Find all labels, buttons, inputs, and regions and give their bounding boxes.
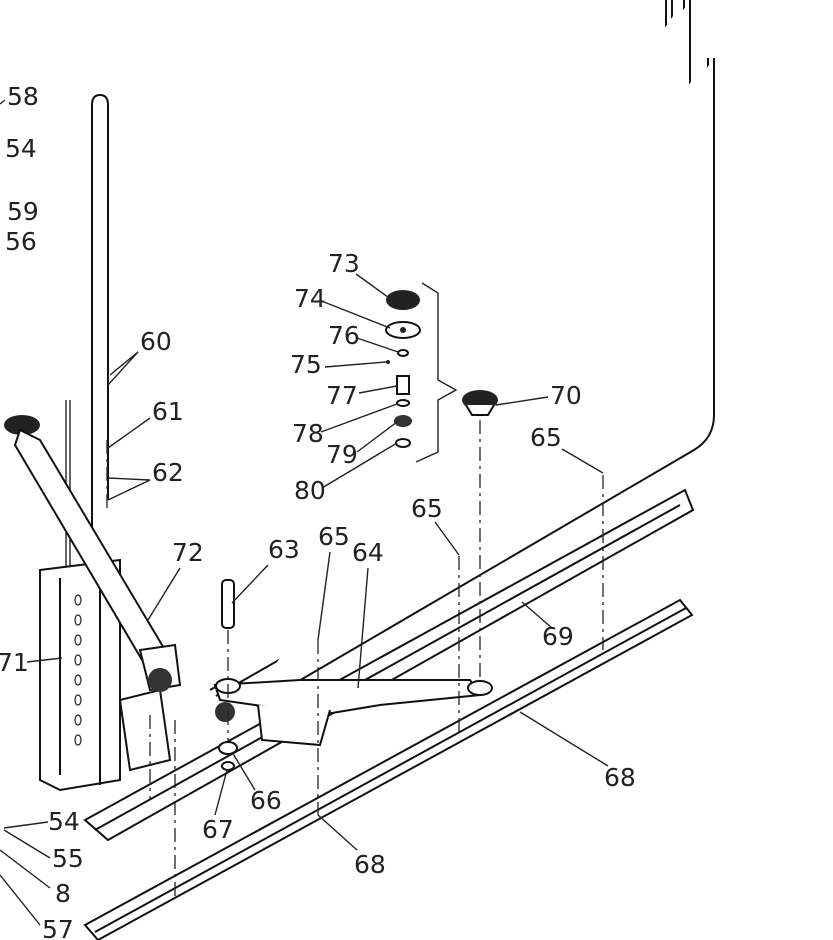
label-64: 64: [352, 538, 384, 567]
leader-lines: [0, 99, 609, 926]
centerlines: [106, 420, 604, 898]
column-71: [39, 558, 121, 792]
label-54-bottom: 54: [48, 807, 80, 836]
label-78: 78: [292, 419, 324, 448]
label-55: 55: [52, 844, 84, 873]
label-74: 74: [294, 284, 326, 313]
pad-70: [462, 390, 498, 416]
label-58: 58: [7, 82, 39, 111]
label-65-middle: 65: [411, 494, 443, 523]
label-77: 77: [326, 381, 358, 410]
label-66: 66: [250, 786, 282, 815]
arm-64: [148, 668, 493, 747]
label-54-top: 54: [5, 134, 37, 163]
label-72: 72: [172, 538, 204, 567]
label-76: 76: [328, 321, 360, 350]
label-65-left: 65: [318, 522, 350, 551]
label-75: 75: [290, 350, 322, 379]
label-80: 80: [294, 476, 326, 505]
label-56: 56: [5, 227, 37, 256]
label-68-right: 68: [604, 763, 636, 792]
label-63: 63: [268, 535, 300, 564]
label-57: 57: [42, 915, 74, 940]
label-65-right: 65: [530, 423, 562, 452]
base-rails: [83, 488, 695, 940]
label-62: 62: [152, 458, 184, 487]
label-68-bottom: 68: [354, 850, 386, 879]
label-67: 67: [202, 815, 234, 844]
label-59: 59: [7, 197, 39, 226]
part-labels: 58 54 59 56 60 61 62 73 74 76 75 77 78 7…: [0, 82, 636, 940]
label-70: 70: [550, 381, 582, 410]
label-60: 60: [140, 327, 172, 356]
pin-63: [218, 579, 238, 771]
label-73: 73: [328, 249, 360, 278]
pad-stack: [385, 282, 458, 463]
rod-assembly-right: [209, 0, 715, 707]
label-79: 79: [326, 440, 358, 469]
label-61: 61: [152, 397, 184, 426]
label-69: 69: [542, 622, 574, 651]
label-8: 8: [55, 879, 71, 908]
label-71: 71: [0, 648, 29, 677]
